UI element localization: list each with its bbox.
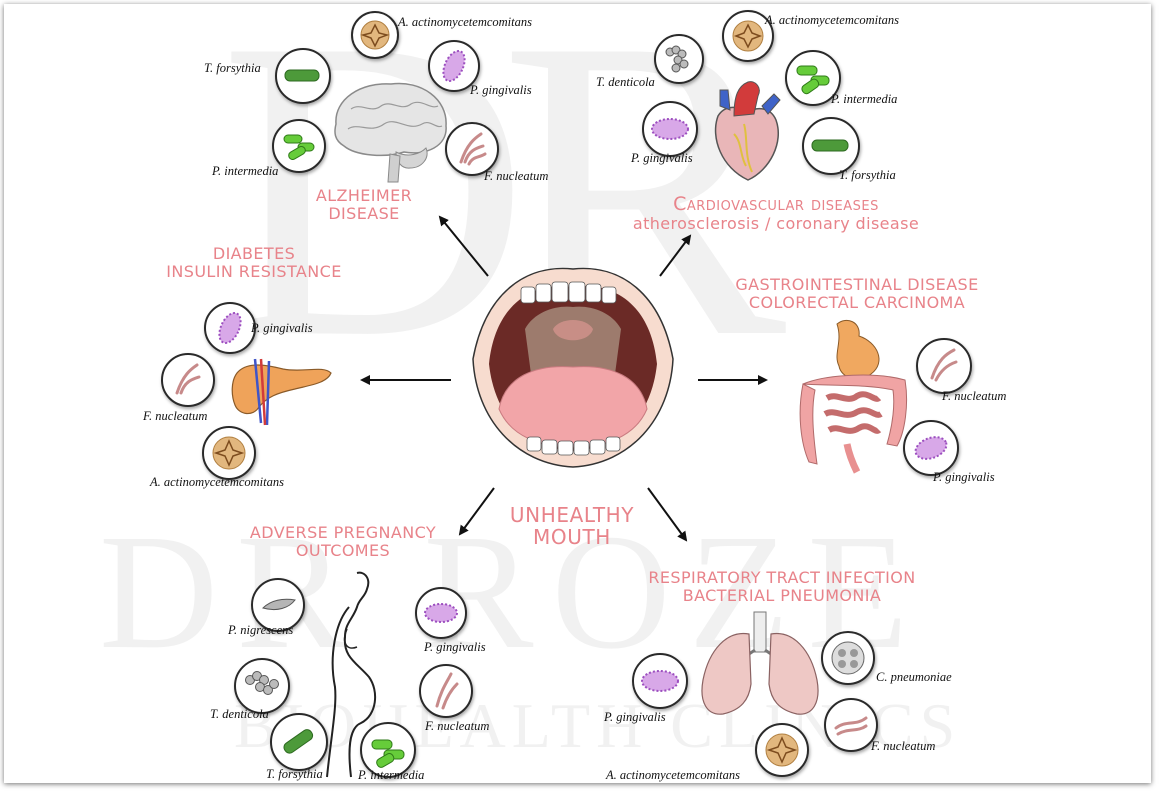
- pregnancy-heading-line1: ADVERSE PREGNANCY: [226, 524, 460, 542]
- heart-illustration: [704, 76, 786, 182]
- cardio-bacteria-label: A. actinomycetemcomitans: [765, 13, 899, 28]
- respiratory-heading-line1: RESPIRATORY TRACT INFECTION: [609, 569, 955, 587]
- intestines-illustration: [787, 314, 917, 474]
- pg-bacteria-icon: [204, 302, 256, 354]
- cp-bacteria-icon: [821, 631, 875, 685]
- respiratory-heading-line2: BACTERIAL PNEUMONIA: [609, 587, 955, 605]
- fn-bacteria-icon: [445, 122, 499, 176]
- fn-bacteria-icon: [161, 353, 215, 407]
- alzheimer-heading-line2: DISEASE: [294, 205, 434, 223]
- td-bacteria-icon: [654, 34, 704, 84]
- cardio-bacteria-label: P. gingivalis: [631, 151, 693, 166]
- gastro-heading-line2: COLORECTAL CARCINOMA: [704, 294, 1010, 312]
- tf-bacteria-icon: [270, 713, 328, 771]
- center-label: UNHEALTHY MOUTH: [492, 504, 652, 549]
- alzheimer-bacteria-label: T. forsythia: [204, 61, 261, 76]
- cardio-bacteria-label: P. intermedia: [831, 92, 897, 107]
- cardio-bacteria-label: T. denticola: [596, 75, 655, 90]
- pregnancy-bacteria-label: P. nigrescens: [228, 623, 293, 638]
- cardio-bacteria-label: T. forsythia: [839, 168, 896, 183]
- pregnancy-bacteria-label: T. forsythia: [266, 767, 323, 782]
- brain-illustration: [326, 74, 454, 184]
- gastro-bacteria-label: F. nucleatum: [942, 389, 1006, 404]
- pregnancy-bacteria-label: P. intermedia: [358, 768, 424, 783]
- respiratory-bacteria-label: A. actinomycetemcomitans: [606, 768, 740, 783]
- diabetes-bacteria-label: F. nucleatum: [143, 409, 207, 424]
- respiratory-bacteria-label: F. nucleatum: [871, 739, 935, 754]
- lungs-illustration: [697, 610, 823, 720]
- center-label-line1: UNHEALTHY: [492, 504, 652, 526]
- alzheimer-heading-line1: ALZHEIMER: [294, 187, 434, 205]
- tf-bacteria-icon: [802, 117, 860, 175]
- pg-bacteria-icon: [903, 420, 959, 476]
- tf-bacteria-icon: [275, 48, 331, 104]
- aa-bacteria-icon: [755, 723, 809, 777]
- pg-bacteria-icon: [415, 587, 467, 639]
- cardio-heading: Cardiovascular diseases atherosclerosis …: [598, 194, 954, 233]
- pregnancy-bacteria-label: F. nucleatum: [425, 719, 489, 734]
- diabetes-bacteria-label: P. gingivalis: [251, 321, 313, 336]
- diabetes-bacteria-label: A. actinomycetemcomitans: [150, 475, 284, 490]
- pg-bacteria-icon: [642, 101, 698, 157]
- td-bacteria-icon: [234, 658, 290, 714]
- respiratory-bacteria-label: P. gingivalis: [604, 710, 666, 725]
- center-label-line2: MOUTH: [492, 526, 652, 548]
- pregnancy-heading-line2: OUTCOMES: [226, 542, 460, 560]
- pregnancy-bacteria-label: T. denticola: [210, 707, 269, 722]
- pancreas-illustration: [227, 351, 335, 427]
- alzheimer-heading: ALZHEIMER DISEASE: [294, 187, 434, 223]
- alzheimer-bacteria-label: F. nucleatum: [484, 169, 548, 184]
- figure-frame: DR DR ROZE BIOHEALTH CLINICS: [4, 4, 1151, 783]
- pregnancy-bacteria-label: P. gingivalis: [424, 640, 486, 655]
- aa-bacteria-icon: [351, 11, 399, 59]
- arrow-respiratory: [648, 488, 686, 540]
- fn-bacteria-icon: [419, 664, 473, 718]
- cardio-heading-line2: atherosclerosis / coronary disease: [598, 215, 954, 233]
- open-mouth-illustration: [465, 259, 681, 474]
- cardio-heading-line1: Cardiovascular diseases: [598, 194, 954, 215]
- arrow-pregnancy: [460, 488, 494, 534]
- gastro-bacteria-label: P. gingivalis: [933, 470, 995, 485]
- alzheimer-bacteria-label: A. actinomycetemcomitans: [398, 15, 532, 30]
- respiratory-heading: RESPIRATORY TRACT INFECTION BACTERIAL PN…: [609, 569, 955, 605]
- alzheimer-bacteria-label: P. gingivalis: [470, 83, 532, 98]
- pregnancy-heading: ADVERSE PREGNANCY OUTCOMES: [226, 524, 460, 560]
- diabetes-heading-line2: INSULIN RESISTANCE: [124, 263, 384, 281]
- diabetes-heading: DIABETES INSULIN RESISTANCE: [124, 245, 384, 281]
- fn-bacteria-icon: [824, 698, 878, 752]
- diabetes-heading-line1: DIABETES: [124, 245, 384, 263]
- aa-bacteria-icon: [202, 426, 256, 480]
- respiratory-bacteria-label: C. pneumoniae: [876, 670, 952, 685]
- pg-bacteria-icon: [632, 653, 688, 709]
- fn-bacteria-icon: [916, 338, 972, 394]
- gastro-heading: GASTROINTESTINAL DISEASE COLORECTAL CARC…: [704, 276, 1010, 312]
- alzheimer-bacteria-label: P. intermedia: [212, 164, 278, 179]
- pi-bacteria-icon: [272, 119, 326, 173]
- gastro-heading-line1: GASTROINTESTINAL DISEASE: [704, 276, 1010, 294]
